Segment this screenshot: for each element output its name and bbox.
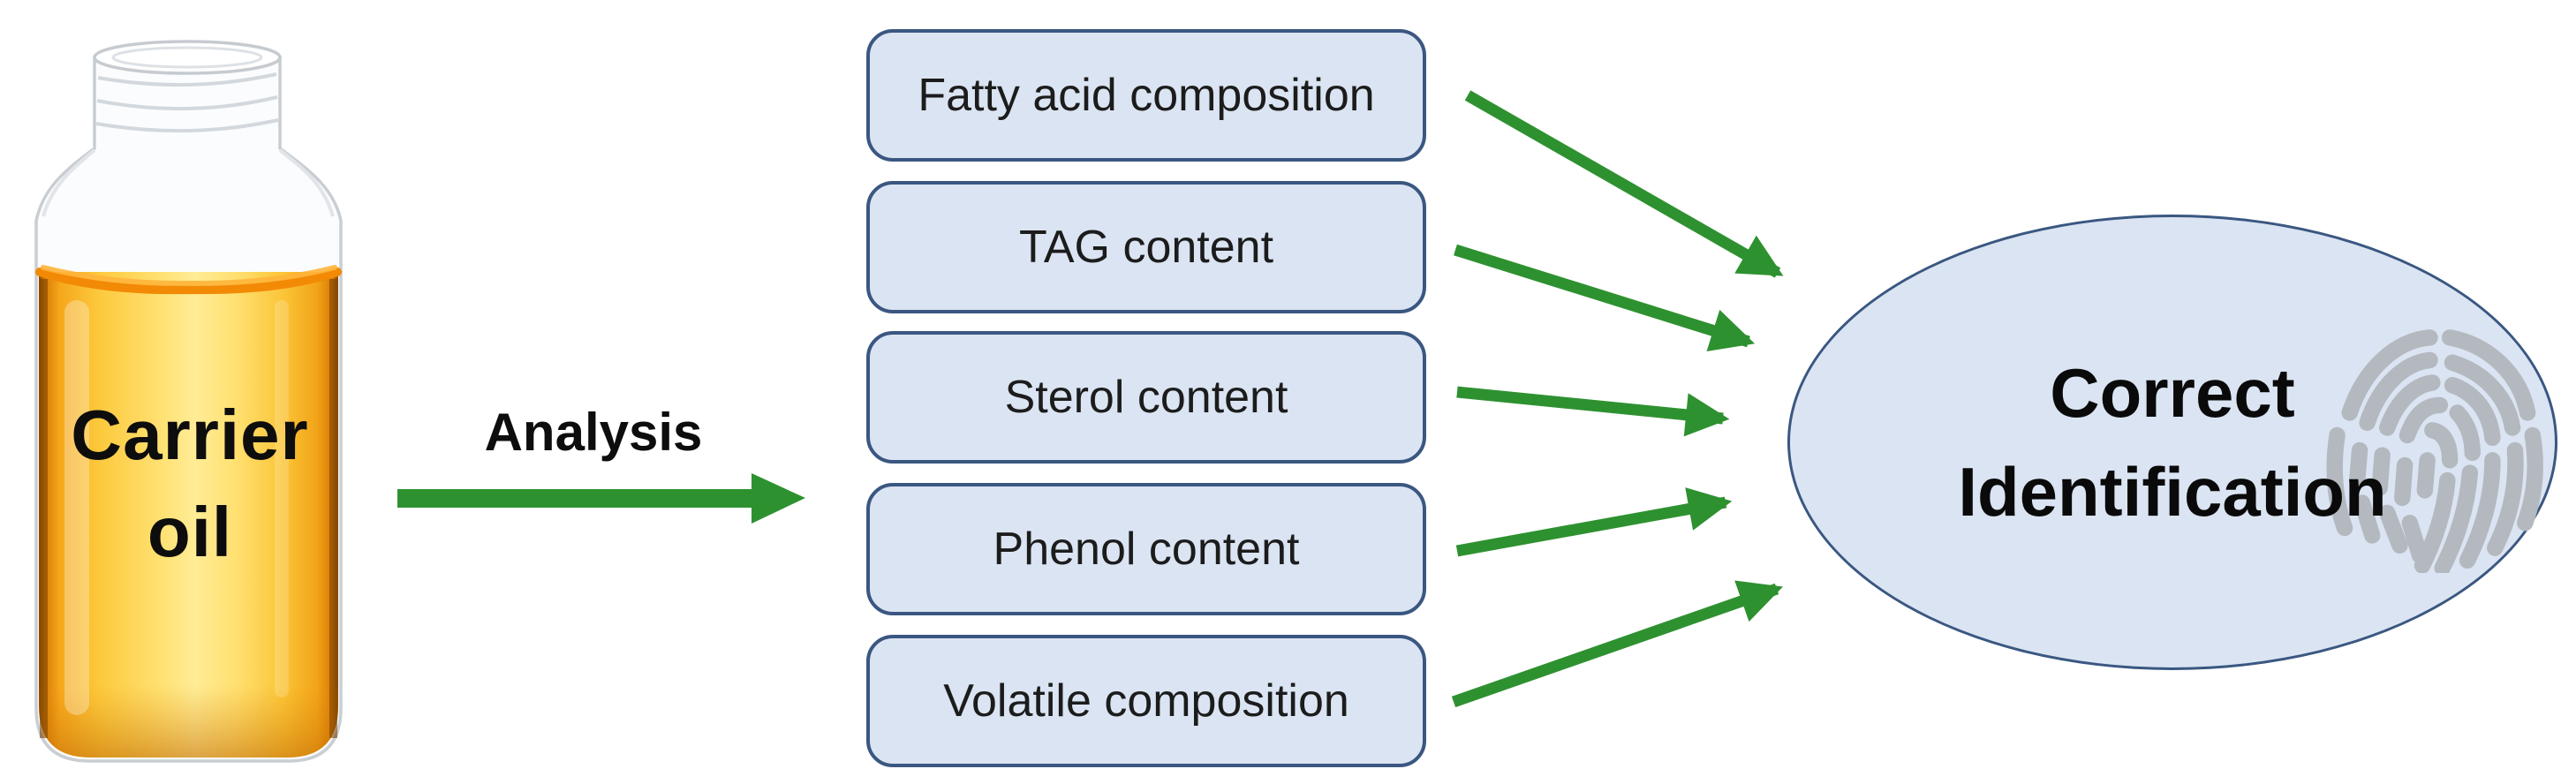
analysis-arrow-icon (397, 473, 805, 524)
analysis-box-tag-content: TAG content (866, 181, 1426, 313)
carrier-oil-label-line2: oil (147, 493, 233, 571)
oil-bottle-icon (34, 40, 343, 763)
carrier-oil-bottle: Carrier oil (13, 35, 366, 768)
analysis-box-sterol-content: Sterol content (866, 331, 1426, 464)
correct-identification-label: Correct Identification (1790, 343, 2555, 541)
box-label: TAG content (1018, 222, 1274, 273)
outcome-label-line1: Correct (2050, 354, 2295, 432)
box-label: Volatile composition (943, 675, 1349, 727)
outcome-label-line2: Identification (1958, 453, 2387, 531)
carrier-oil-label: Carrier oil (13, 387, 366, 581)
box-label: Fatty acid composition (918, 70, 1375, 121)
carrier-oil-label-line1: Carrier (71, 396, 309, 474)
analysis-box-volatile-composition: Volatile composition (866, 635, 1426, 767)
analysis-label: Analysis (484, 403, 703, 462)
box-label: Sterol content (1004, 372, 1288, 423)
analysis-box-phenol-content: Phenol content (866, 483, 1426, 615)
connector-arrow-volatile (1451, 580, 1783, 708)
connector-arrow-sterol (1456, 386, 1730, 437)
analysis-box-fatty-acid-composition: Fatty acid composition (866, 29, 1426, 162)
correct-identification-ellipse: Correct Identification (1787, 215, 2557, 670)
connector-arrow-fatty-acid (1464, 90, 1784, 278)
connector-arrow-tag (1454, 244, 1756, 352)
box-label: Phenol content (993, 524, 1300, 575)
connector-arrow-phenol (1455, 487, 1733, 557)
fingerprint-icon (2326, 329, 2543, 573)
